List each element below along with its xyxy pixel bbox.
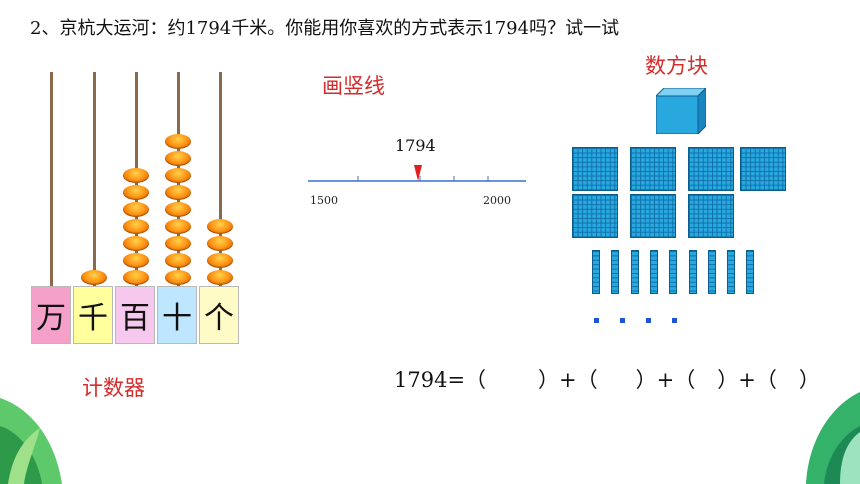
abacus-bead [207, 219, 233, 234]
place-value-label: 百 [115, 286, 155, 344]
blocks-title: 数方块 [645, 54, 708, 78]
ten-rod [630, 250, 639, 294]
abacus-bead [165, 134, 191, 149]
hundred-flat [572, 194, 618, 238]
ten-rod [707, 250, 716, 294]
abacus-bead [165, 185, 191, 200]
abacus-bead [123, 185, 149, 200]
abacus-bead [207, 236, 233, 251]
leaf-decoration-left [0, 398, 62, 484]
abacus-bead [207, 270, 233, 285]
ten-rod [669, 250, 678, 294]
number-line-marker [414, 165, 422, 181]
equation-plus-1: ）+（ [538, 368, 598, 392]
abacus-bead [207, 253, 233, 268]
abacus-bead [81, 270, 107, 285]
hundred-flat [630, 194, 676, 238]
thousand-cube [654, 86, 708, 138]
hundred-flat [688, 147, 734, 191]
question-text: 2、京杭大运河：约1794千米。你能用你喜欢的方式表示1794吗？试一试 [30, 18, 620, 39]
number-line-start-label: 1500 [310, 194, 338, 207]
decomposition-equation: 1794=（ ）+（ ）+（ ）+（ ） [394, 364, 820, 394]
abacus-bead [123, 253, 149, 268]
one-unit [594, 318, 599, 323]
ten-rod [592, 250, 600, 294]
place-value-label: 个 [199, 286, 239, 344]
abacus-bead [123, 168, 149, 183]
leaf-decoration-right [806, 392, 860, 484]
hundred-flat [572, 147, 618, 191]
abacus-rod [219, 72, 222, 286]
abacus-rod [50, 72, 53, 286]
place-value-label: 千 [73, 286, 113, 344]
ten-rod [727, 250, 736, 294]
abacus-bead [123, 219, 149, 234]
abacus-bead [165, 270, 191, 285]
equation-lhs: 1794=（ [394, 368, 487, 392]
abacus-caption: 计数器 [82, 376, 145, 400]
abacus-bead [165, 151, 191, 166]
hundred-flat [688, 194, 734, 238]
one-unit [620, 318, 625, 323]
number-line-title: 画竖线 [322, 74, 385, 98]
one-unit [646, 318, 651, 323]
abacus-bead [165, 202, 191, 217]
equation-plus-2: ）+（ [635, 368, 696, 392]
ten-rod [649, 250, 658, 294]
abacus: 万千百十个 [0, 0, 260, 400]
number-line-marker-label: 1794 [395, 136, 436, 155]
abacus-bead [123, 270, 149, 285]
place-value-label: 万 [31, 286, 71, 344]
place-value-label: 十 [157, 286, 197, 344]
hundred-flat [740, 147, 786, 191]
one-unit [672, 318, 677, 323]
abacus-bead [165, 219, 191, 234]
ten-rod [611, 250, 620, 294]
abacus-bead [165, 253, 191, 268]
abacus-bead [123, 202, 149, 217]
abacus-bead [165, 168, 191, 183]
abacus-bead [123, 236, 149, 251]
number-line [308, 165, 526, 182]
number-line-end-label: 2000 [483, 194, 511, 207]
hundred-flat [630, 147, 676, 191]
abacus-rod [93, 72, 96, 286]
equation-plus-3: ）+（ [717, 368, 777, 392]
equation-close: ） [798, 368, 820, 392]
ten-rod [688, 250, 697, 294]
ten-rod [746, 250, 755, 294]
abacus-bead [165, 236, 191, 251]
